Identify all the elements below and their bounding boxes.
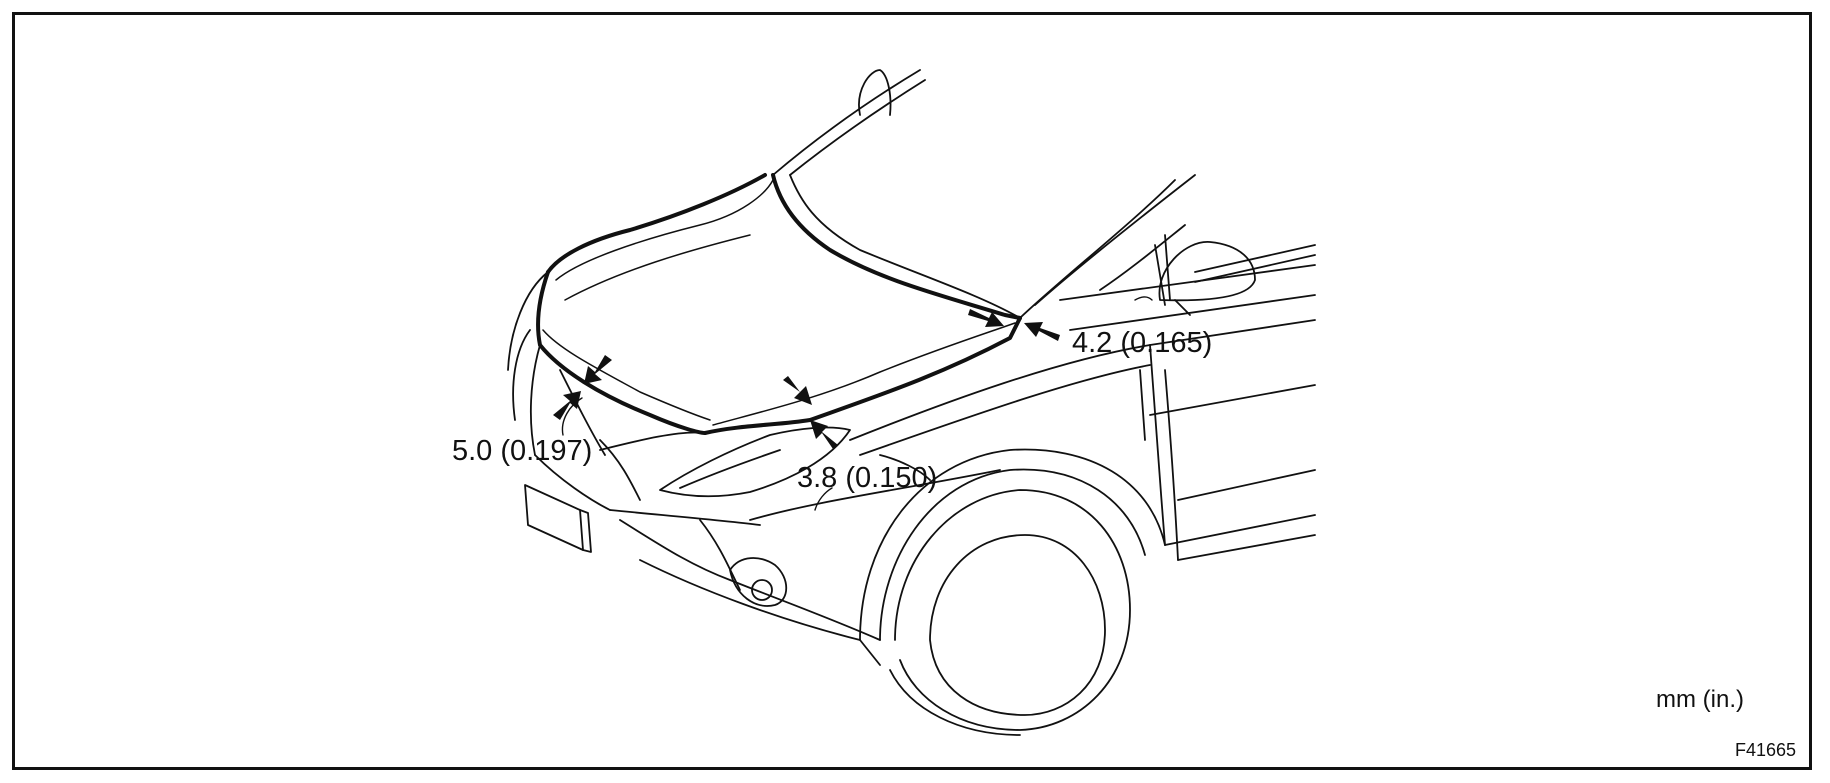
headlight xyxy=(659,426,851,498)
arrow-rear-right xyxy=(1024,322,1060,341)
measurement-rear-corner: 4.2 (0.165) xyxy=(1072,327,1213,359)
arrow-left-lower xyxy=(553,391,581,420)
arrow-center-lower xyxy=(810,420,838,449)
measurement-front-left: 5.0 (0.197) xyxy=(452,435,593,467)
hood-outline xyxy=(536,173,1022,435)
fender-body-side xyxy=(749,264,1316,561)
measurement-front-center: 3.8 (0.150) xyxy=(797,462,938,494)
rear-view-mirror xyxy=(858,69,892,116)
units-label: mm (in.) xyxy=(1656,686,1744,713)
gap-arrows xyxy=(553,309,1060,449)
front-wheel xyxy=(859,448,1166,736)
arrow-rear-left xyxy=(968,309,1004,327)
hood-inner-lines xyxy=(542,179,1016,426)
arrow-left-upper xyxy=(584,355,612,384)
lower-bumper xyxy=(639,559,881,666)
roof-rail xyxy=(1194,244,1316,283)
figure-id: F41665 xyxy=(1735,740,1797,760)
callout-leaders xyxy=(561,296,1153,511)
fog-lamp xyxy=(729,557,788,607)
windshield-outline xyxy=(772,69,1196,319)
front-fascia xyxy=(507,271,881,641)
diagram-frame xyxy=(12,12,1812,770)
arrow-center-upper xyxy=(783,376,812,405)
license-plate xyxy=(524,484,592,553)
